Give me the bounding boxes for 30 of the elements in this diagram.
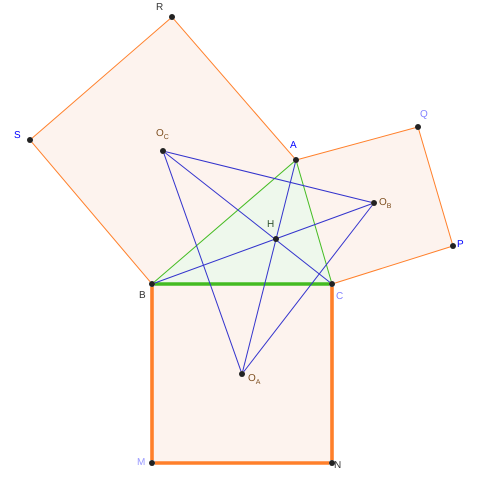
point-label: H [267, 219, 274, 230]
point-label: M [137, 457, 146, 468]
line-segment [243, 204, 373, 372]
line-segment [154, 204, 372, 284]
line-segment [330, 287, 334, 460]
point-label: A [290, 140, 297, 151]
point-label: R [156, 2, 164, 13]
point-label: Q [420, 109, 428, 120]
point-label: P [457, 239, 464, 250]
line-segment [155, 282, 329, 286]
line-segment [298, 127, 416, 160]
point-label: O$_{B}$ [379, 197, 392, 212]
line-segment [32, 18, 170, 139]
line-segment [165, 151, 372, 203]
line-segment [334, 246, 451, 284]
line-segment [31, 142, 151, 282]
line-segment [242, 162, 296, 372]
line-segment [154, 161, 294, 283]
line-segment [150, 287, 154, 460]
point-label: B [139, 290, 146, 301]
point-label: O$_{A}$ [248, 373, 260, 388]
line-segment [296, 162, 332, 282]
point-label: S [14, 130, 21, 141]
line-segment [155, 461, 329, 465]
line-segment [418, 129, 453, 244]
point-label: O$_{C}$ [156, 128, 169, 143]
point-label: C [336, 291, 344, 302]
point-label: N [334, 460, 342, 471]
line-segment [173, 18, 295, 158]
line-segment [164, 153, 242, 372]
